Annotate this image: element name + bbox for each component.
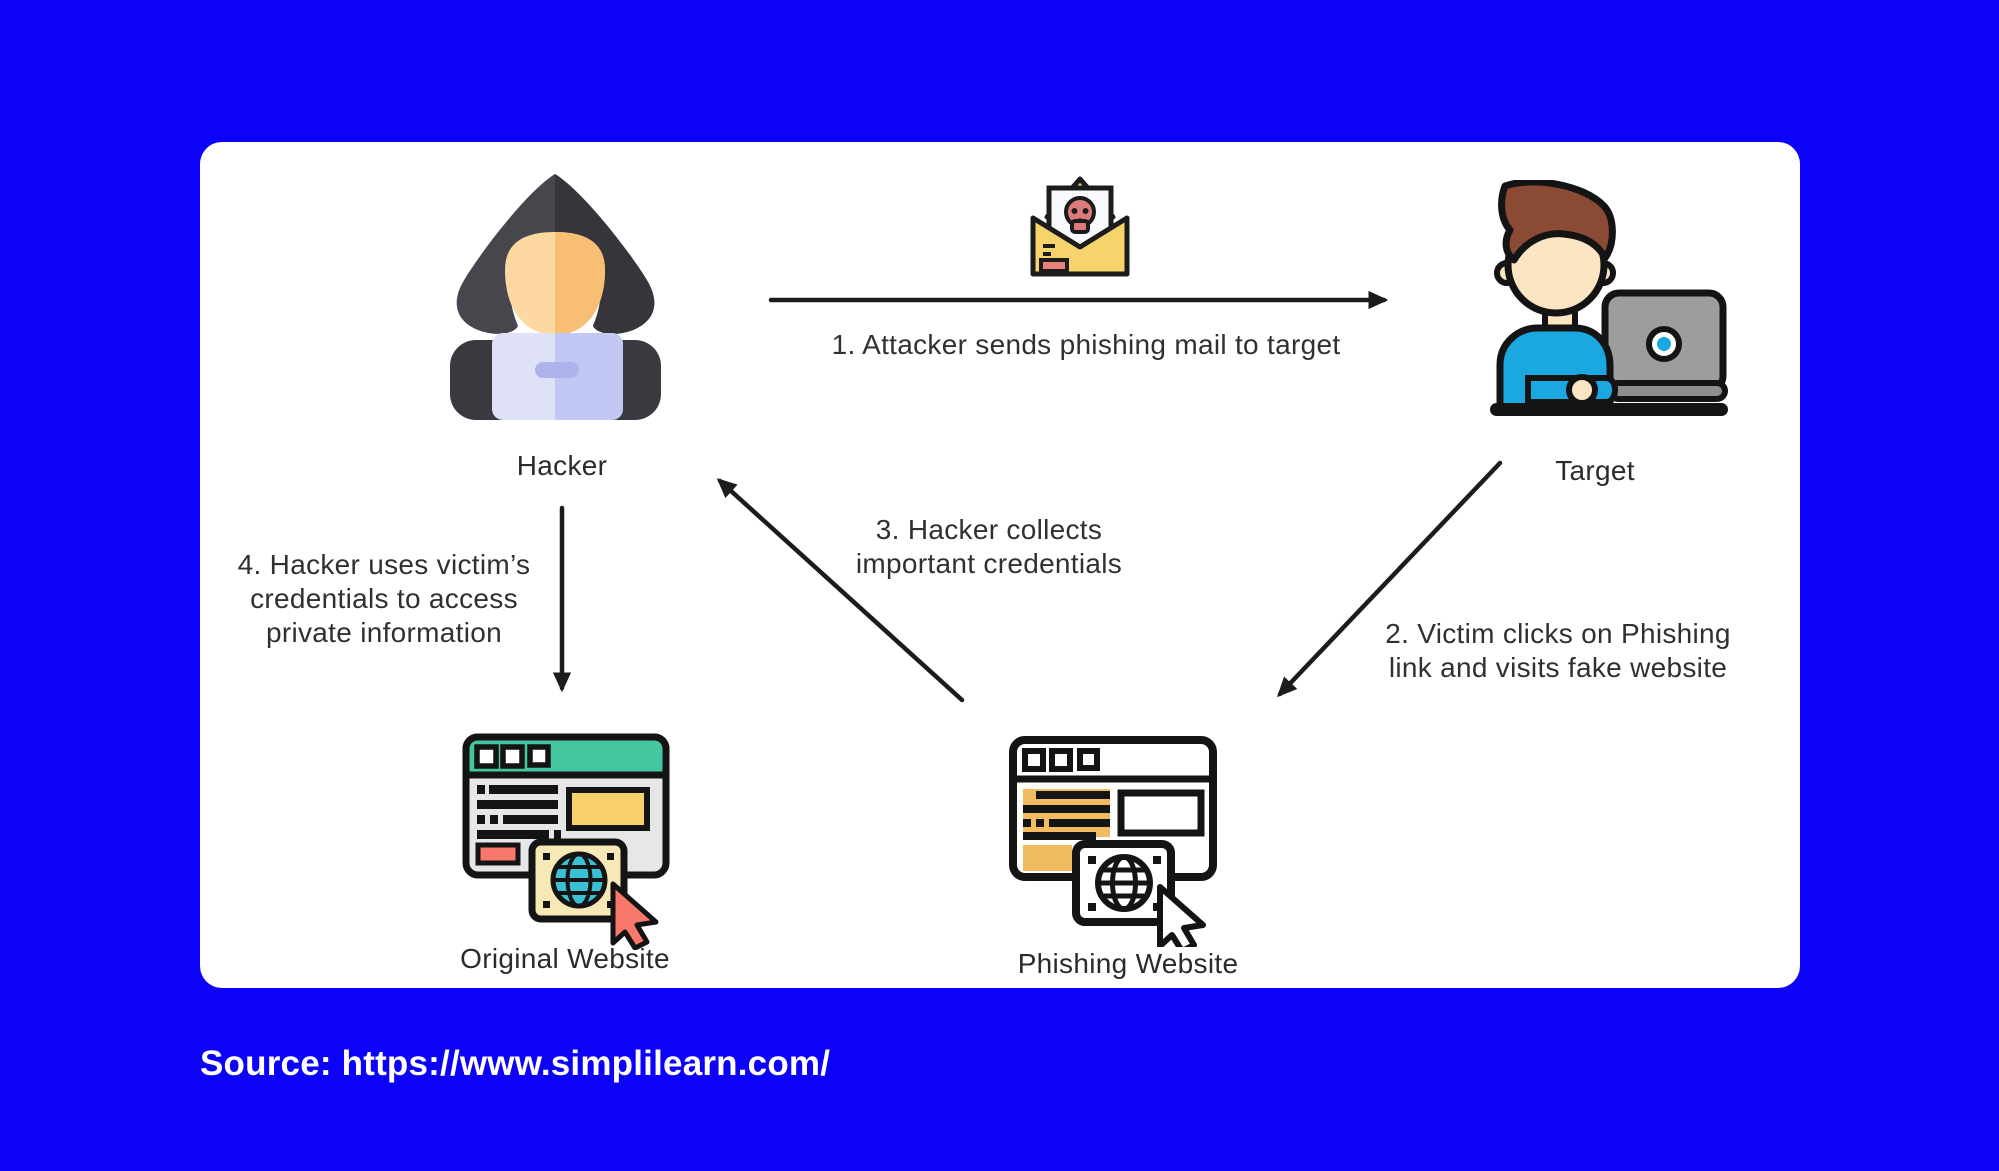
step1-line1: 1. Attacker sends phishing mail to targe… [831,329,1341,360]
text-lines [477,785,561,839]
step3-line2: important credentials [855,548,1123,579]
original-website-label: Original Website [460,943,670,974]
button-placeholder [1023,845,1072,871]
cursor-icon [1157,884,1206,947]
target-icon [1490,180,1728,416]
step4-line2: credentials to access [250,583,518,614]
phishing-website-icon [1009,736,1217,947]
hacker-label: Hacker [516,450,608,481]
original-website-icon [462,733,670,950]
phishing-mail-icon [1030,176,1130,277]
step2-caption: 2. Victim clicks on Phishing link and vi… [1385,617,1731,685]
step3-caption: 3. Hacker collects important credentials [856,513,1122,581]
step4-line3: private information [265,617,503,648]
step1-caption: 1. Attacker sends phishing mail to targe… [832,328,1341,362]
button-placeholder [475,842,521,866]
source-attribution: Source: https://www.simplilearn.com/ [200,1044,831,1083]
step2-line1: 2. Victim clicks on Phishing [1385,618,1731,649]
target-hair [1498,180,1616,264]
target-label: Target [1555,455,1635,486]
step3-line1: 3. Hacker collects [875,514,1103,545]
image-placeholder [1117,789,1205,837]
step4-caption: 4. Hacker uses victim’s credentials to a… [238,548,531,650]
image-placeholder [566,787,650,831]
step4-line1: 4. Hacker uses victim’s [237,549,531,580]
phishing-website-label: Phishing Website [1017,948,1239,979]
cursor-icon [610,881,659,950]
step2-line2: link and visits fake website [1388,652,1728,683]
desk-line [1490,403,1728,416]
hacker-icon [450,174,661,420]
